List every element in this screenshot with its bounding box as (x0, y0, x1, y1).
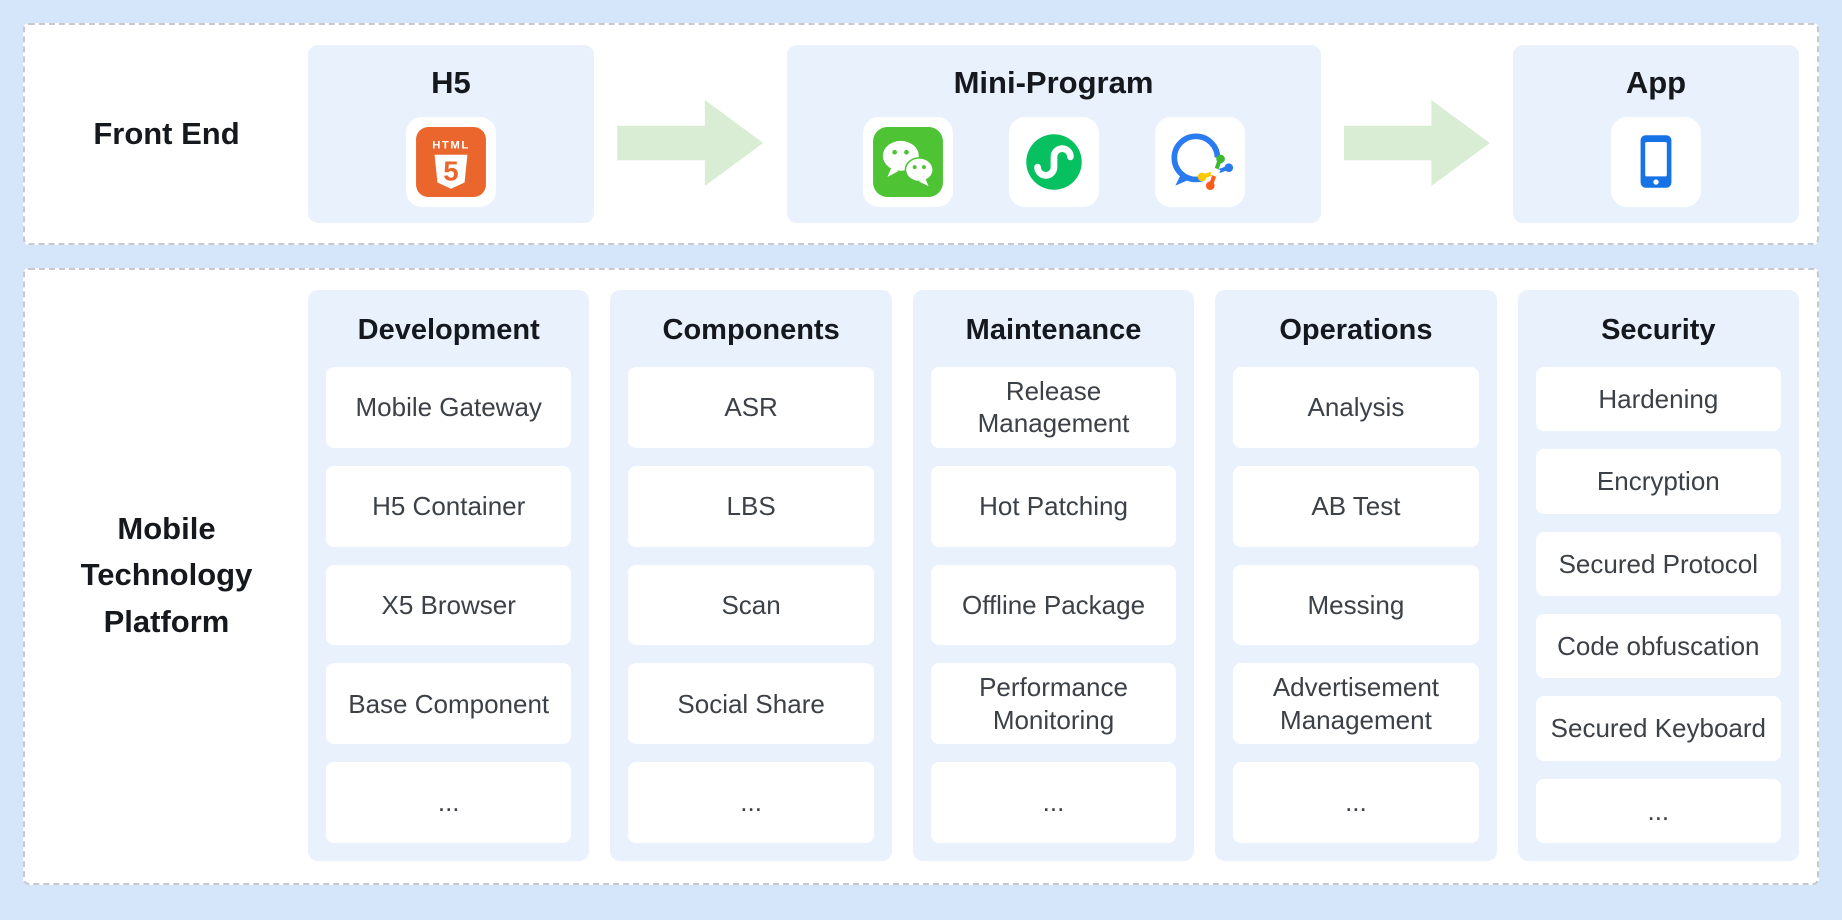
flow-arrow-gap-1 (594, 82, 787, 186)
svg-text:HTML: HTML (432, 140, 470, 152)
platform-panel: Mobile Technology Platform Development M… (23, 268, 1819, 885)
platform-card: Analysis (1233, 367, 1479, 448)
arrow-right-icon (617, 100, 764, 186)
node-app-icons (1611, 101, 1701, 223)
platform-card: Scan (628, 564, 874, 646)
platform-card: Mobile Gateway (326, 367, 572, 448)
node-mini-program: Mini-Program (786, 45, 1321, 223)
mobile-app-icon (1640, 135, 1672, 188)
front-end-label-text: Front End (93, 115, 240, 151)
platform-card: Offline Package (930, 564, 1177, 646)
platform-card: Social Share (628, 663, 874, 745)
column-operations: Operations Analysis AB Test Messing Adve… (1215, 290, 1497, 861)
arrow-right-icon (1343, 100, 1490, 186)
column-operations-header: Operations (1279, 314, 1433, 346)
mobile-app-icon-box (1611, 117, 1701, 207)
column-maintenance: Maintenance Release Management Hot Patch… (912, 290, 1195, 861)
platform-card: Release Management (930, 367, 1177, 448)
node-h5-icons: HTML 5 (406, 101, 496, 223)
html5-icon: HTML 5 (416, 127, 486, 197)
wechat-icon (872, 127, 943, 197)
platform-card-ellipsis: ... (628, 762, 874, 843)
platform-card: LBS (628, 465, 874, 547)
column-maintenance-header: Maintenance (965, 314, 1142, 346)
flow-arrow-gap-2 (1321, 82, 1514, 186)
platform-card-ellipsis: ... (930, 762, 1177, 843)
node-mini-program-title: Mini-Program (953, 65, 1154, 100)
platform-label-text: Mobile Technology Platform (80, 510, 253, 639)
column-components-cards: ASR LBS Scan Social Share ... (628, 367, 874, 843)
platform-columns: Development Mobile Gateway H5 Container … (308, 290, 1800, 861)
platform-card: H5 Container (326, 465, 572, 547)
platform-card: Code obfuscation (1535, 613, 1782, 679)
column-operations-cards: Analysis AB Test Messing Advertisement M… (1233, 367, 1479, 843)
column-security: Security Hardening Encryption Secured Pr… (1517, 290, 1800, 861)
svg-text:5: 5 (443, 156, 458, 187)
platform-card: Hot Patching (930, 465, 1177, 547)
node-mini-program-icons (862, 101, 1245, 223)
column-security-header: Security (1601, 314, 1716, 346)
platform-card: Secured Keyboard (1535, 696, 1782, 761)
html5-icon-box: HTML 5 (406, 117, 496, 207)
node-h5: H5 HTML 5 (308, 45, 594, 223)
platform-card: X5 Browser (326, 564, 572, 646)
column-development-cards: Mobile Gateway H5 Container X5 Browser B… (326, 367, 572, 843)
node-app: App (1513, 45, 1799, 223)
platform-card-ellipsis: ... (326, 762, 572, 843)
column-development: Development Mobile Gateway H5 Container … (308, 290, 590, 861)
platform-card: ASR (628, 367, 874, 448)
wechat-mini-program-icon-box (1008, 117, 1099, 207)
node-h5-title: H5 (431, 65, 471, 100)
wecom-icon (1170, 133, 1233, 190)
platform-card: Secured Protocol (1535, 531, 1782, 596)
platform-card-ellipsis: ... (1535, 778, 1782, 843)
platform-card: Messing (1233, 564, 1479, 646)
platform-card: Hardening (1535, 367, 1782, 432)
wecom-icon-box (1154, 117, 1245, 207)
front-end-panel: Front End H5 HTML 5 Mini-Program (23, 23, 1819, 245)
platform-card: AB Test (1233, 465, 1479, 547)
platform-card: Encryption (1535, 449, 1782, 514)
column-components-header: Components (662, 314, 840, 346)
wechat-mini-program-icon (1025, 134, 1082, 190)
column-development-header: Development (357, 314, 540, 346)
column-components: Components ASR LBS Scan Social Share ... (610, 290, 892, 861)
wechat-icon-box (862, 117, 953, 207)
node-app-title: App (1625, 65, 1687, 100)
column-maintenance-cards: Release Management Hot Patching Offline … (930, 367, 1177, 843)
platform-card: Advertisement Management (1233, 663, 1479, 745)
platform-card-ellipsis: ... (1233, 762, 1479, 843)
column-security-cards: Hardening Encryption Secured Protocol Co… (1535, 367, 1782, 843)
platform-card: Performance Monitoring (930, 663, 1177, 745)
platform-label: Mobile Technology Platform (25, 290, 308, 861)
front-end-label: Front End (25, 25, 308, 243)
platform-card: Base Component (326, 663, 572, 745)
